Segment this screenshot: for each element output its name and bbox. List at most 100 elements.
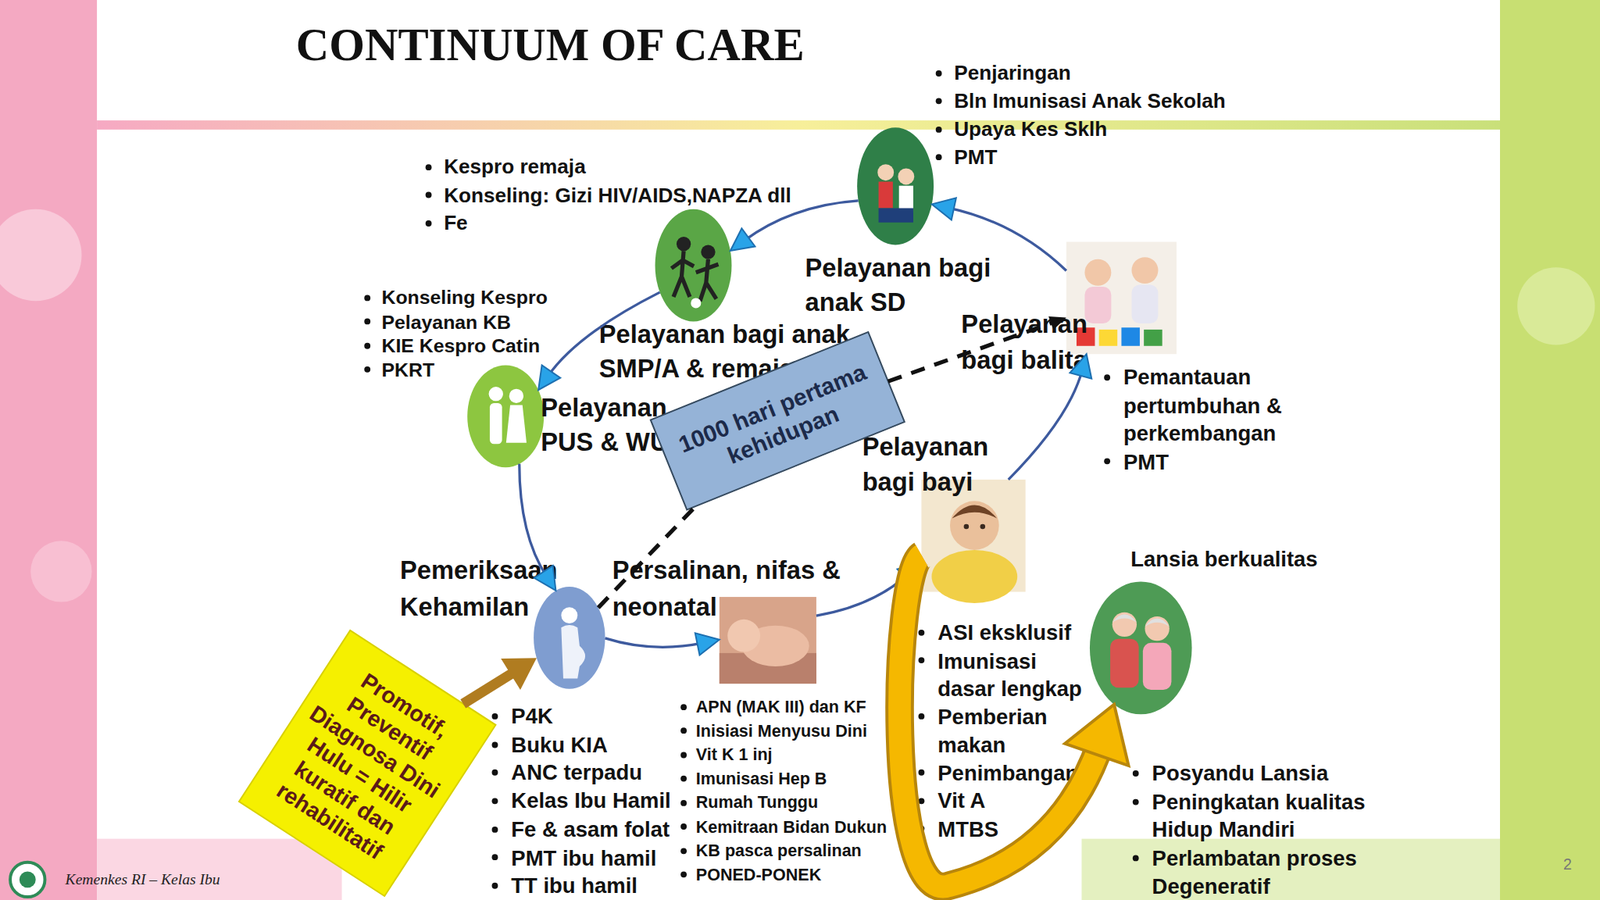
bullet-text: ANC terpadu [510,760,643,785]
bullet-item: Kelas Ibu Hamil [489,786,725,815]
stage-circle: Pemeriksaan KehamilanP4KBuku KIAANC terp… [533,586,605,690]
bullet-dot [918,797,925,804]
bullet-dot [918,713,925,720]
figure-head [509,389,524,404]
diagram-title: CONTINUUM OF CARE [296,18,805,72]
connector [463,657,537,704]
left-strip [0,0,97,900]
node-outline [719,596,817,684]
arrow-head [500,657,537,690]
bullet-dot [935,126,943,133]
node-shape [655,209,733,322]
node-illustration [931,500,1018,604]
bullet-text: Pelayanan KB [381,310,511,333]
bullet-text: Penimbangan [937,760,1079,785]
cycle-arrow-line [743,200,859,242]
bullet-item: Pemantauan pertumbuhan & perkembangan [1102,363,1292,448]
node-shape [533,586,605,690]
bullet-text: Perlambatan proses Degeneratif [1152,846,1358,898]
bullet-text: KB pasca persalinan [696,840,862,860]
bullet-item: Bln Imunisasi Anak Sekolah [933,87,1261,116]
ministry-logo [10,862,45,897]
bullet-dot [680,823,687,830]
stage-circle: Pelayanan bagi anak SDPenjaringanBln Imu… [857,127,934,245]
bullet-item: Imunisasi Hep B [678,767,893,792]
baby-hair [952,505,997,519]
bullet-item: Kemitraan Bidan Dukun [678,814,893,840]
bullet-text: Fe & asam folat [510,817,670,841]
kid-body [878,181,893,208]
bullet-text: APN (MAK III) dan KF [696,696,867,716]
bullet-dot [918,657,925,664]
bullet-list: APN (MAK III) dan KFInisiasi Menyusu Din… [678,694,893,887]
toy-block [1099,329,1118,347]
bullet-dot [492,769,499,776]
kid-head [877,164,894,181]
bullet-item: Fe [423,209,811,238]
bullet-dot [935,70,943,77]
bullet-item: Fe & asam folat [489,814,725,843]
arrow-head [730,228,756,251]
bullet-dot [492,826,499,833]
node-illustration [489,386,527,444]
stage-heading: Lansia berkualitas [1130,543,1375,575]
connector [900,555,1129,888]
baby-eye [964,524,970,530]
figure-body [506,405,527,443]
node-shape [719,596,817,684]
bullet-dot [492,741,499,748]
baby-head [727,619,761,653]
bullet-dot [680,751,687,758]
stage-circle: Pelayanan PUS & WUSKonseling KesproPelay… [467,365,544,468]
bullet-dot [364,294,371,301]
teen-body [671,250,694,297]
kid-body [1131,284,1158,324]
bullet-text: Fe [443,210,468,234]
bullet-text: PONED-PONEK [696,864,822,884]
bullet-text: Kemitraan Bidan Dukun [696,817,887,836]
ministry-logo [19,871,36,888]
elder-hair [1112,614,1137,622]
stage-heading: Pemeriksaan Kehamilan [400,550,579,625]
bullet-dot [425,220,433,227]
node-outline [1089,581,1193,715]
left-swirl [0,209,82,302]
teen-body [696,259,719,302]
node-shape [1089,581,1193,715]
bullet-text: Vit K 1 inj [696,744,773,764]
connector [605,632,720,655]
arrow-head [897,562,922,586]
bullet-item: Rumah Tunggu [678,790,893,815]
stage-circle: Lansia berkualitasPosyandu LansiaPeningk… [1089,581,1193,715]
bullet-text: Pemantauan pertumbuhan & perkembangan [1123,365,1283,446]
bullet-dot [1103,458,1111,465]
teen-head [676,236,691,251]
elder-body [1142,642,1172,690]
bullet-item: Konseling: Gizi HIV/AIDS,NAPZA dll [423,181,811,210]
bullet-dot [492,713,499,720]
bullet-item: Imunisasi dasar lengkap [916,646,1093,703]
footer-note: Kemenkes RI – Kelas Ibu [65,871,221,889]
bullet-dot [425,164,433,171]
bullet-list: P4KBuku KIAANC terpaduKelas Ibu HamilFe … [489,702,725,900]
bullet-item: ANC terpadu [489,758,725,787]
node-illustration [560,607,586,679]
node-illustration [1110,612,1172,690]
arrow-head [695,632,720,655]
bullet-dot [492,797,499,804]
kid-head [1084,259,1111,286]
bullet-text: PMT ibu hamil [510,845,657,869]
bullet-item: Vit K 1 inj [678,742,893,768]
bullet-dot [364,342,371,350]
bullet-dot [1132,854,1140,861]
bullet-item: Inisiasi Menyusu Dini [678,718,893,743]
bullet-dot [680,703,687,711]
node-shape [857,127,934,245]
bullet-text: PMT [953,145,997,168]
bullet-item: PKRT [362,357,567,383]
bullet-item: KIE Kespro Catin [362,333,567,358]
bullet-dot [680,775,687,783]
stage-heading: Persalinan, nifas & neonatal [612,550,893,625]
baby-eye [980,524,986,530]
bullet-item: Pelayanan KB [362,309,567,334]
